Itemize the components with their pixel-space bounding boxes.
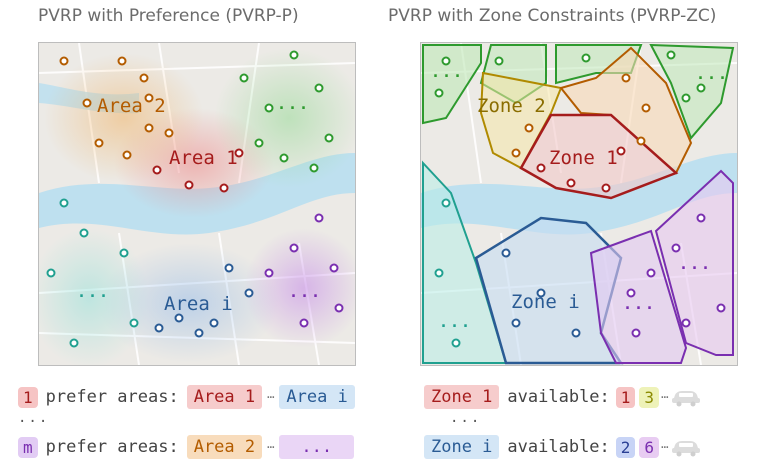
right-legend-vertical-dots: ...	[450, 410, 482, 426]
left-legend-vertical-dots: ...	[18, 410, 50, 426]
zone-purple-dots-b: ...	[679, 255, 713, 273]
right-map: Zone 2 Zone 1 Zone i ... ... ... ... ...	[420, 42, 738, 366]
area-2-chip: Area 2	[186, 435, 263, 459]
area-purple-dots: ...	[289, 283, 323, 301]
area-1-label: Area 1	[169, 147, 238, 169]
zone-i-label: Zone i	[511, 291, 580, 313]
car-icon	[672, 441, 701, 457]
vehicle-1-available: 1	[615, 386, 636, 408]
area-teal-dots: ...	[77, 283, 111, 301]
zone-i-chip: Zone i	[424, 435, 500, 459]
zone-green-dots-a: ...	[431, 63, 465, 81]
prefer-areas-text-1: prefer areas:	[45, 387, 179, 407]
ellipsis-1: ⋯	[267, 390, 275, 404]
left-legend-row-2: m prefer areas: Area 2 ⋯ ...	[18, 432, 355, 462]
vehicle-3-available: 3	[639, 386, 660, 408]
area-i-chip: Area i	[279, 385, 355, 409]
ellipsis-2: ⋯	[267, 440, 275, 454]
zone-1-label: Zone 1	[549, 147, 618, 169]
area-green-dots: ...	[277, 95, 311, 113]
area-i-label: Area i	[164, 293, 233, 315]
area-1-chip: Area 1	[186, 385, 263, 409]
more-areas-chip: ...	[279, 435, 355, 459]
area-2-label: Area 2	[97, 95, 166, 117]
left-legend-row-1: 1 prefer areas: Area 1 ⋯ Area i	[18, 382, 355, 412]
left-panel-title: PVRP with Preference (PVRP-P)	[38, 6, 299, 26]
vehicle-1-badge: 1	[18, 386, 38, 408]
available-text-2: available:	[507, 437, 610, 457]
vehicle-2-available: 2	[615, 436, 636, 458]
available-text-1: available:	[507, 387, 610, 407]
left-map: Area 2 Area 1 Area i ... ... ...	[38, 42, 356, 366]
right-panel-title: PVRP with Zone Constraints (PVRP-ZC)	[388, 6, 717, 26]
zone-purple-dots-a: ...	[623, 295, 657, 313]
vehicle-6-available: 6	[639, 436, 660, 458]
left-map-canvas	[39, 43, 355, 365]
car-icon	[672, 391, 701, 407]
right-legend-row-2: Zone i available: 2 6 ⋯	[424, 432, 702, 462]
vehicle-m-badge: m	[18, 436, 38, 458]
zone-1-chip: Zone 1	[424, 385, 500, 409]
ellipsis-4: ⋯	[661, 440, 669, 454]
right-legend-row-1: Zone 1 available: 1 3 ⋯	[424, 382, 702, 412]
right-map-canvas	[421, 43, 737, 365]
prefer-areas-text-2: prefer areas:	[45, 437, 179, 457]
zone-2-label: Zone 2	[477, 95, 546, 117]
zone-teal-dots: ...	[439, 313, 473, 331]
zone-green-dots-b: ...	[696, 65, 730, 83]
ellipsis-3: ⋯	[661, 390, 669, 404]
